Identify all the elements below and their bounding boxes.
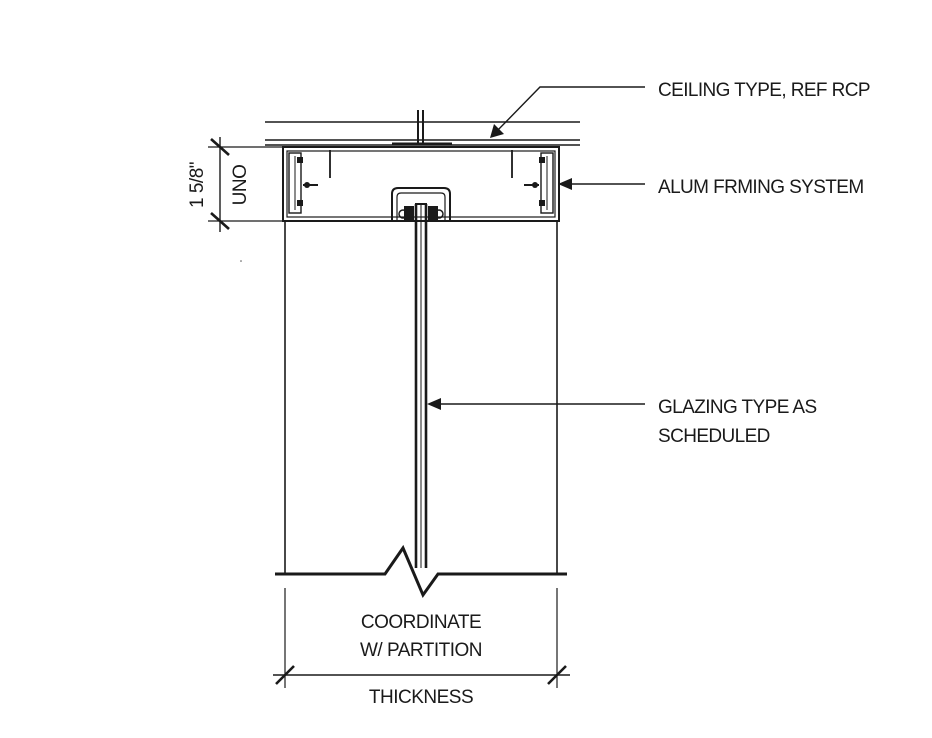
glazing-callout-line2: SCHEDULED	[658, 426, 770, 447]
partition-outline	[284, 221, 558, 575]
framing-leader: ALUM FRMING SYSTEM	[558, 177, 864, 198]
width-note-line2: W/ PARTITION	[360, 640, 482, 661]
break-line	[275, 544, 567, 599]
head-height-text: 1 5/8"	[187, 162, 208, 208]
ceiling-leader: CEILING TYPE, REF RCP	[490, 80, 871, 138]
width-note-line1: COORDINATE	[361, 612, 481, 633]
glazing-leader: GLAZING TYPE AS SCHEDULED	[427, 397, 817, 447]
head-height-dimension: 1 5/8" UNO	[187, 137, 286, 232]
left-framing-clip	[288, 152, 318, 214]
width-label: THICKNESS	[369, 687, 473, 708]
ceiling-grid-tee	[392, 110, 452, 146]
right-framing-clip	[524, 152, 554, 214]
ceiling	[265, 110, 580, 146]
glass-panel	[414, 203, 428, 568]
framing-callout: ALUM FRMING SYSTEM	[658, 177, 864, 198]
glazing-pocket	[391, 187, 451, 222]
ceiling-callout: CEILING TYPE, REF RCP	[658, 80, 870, 101]
glazing-callout-line1: GLAZING TYPE AS	[658, 397, 817, 418]
scan-speck	[240, 260, 242, 262]
head-height-note: UNO	[230, 165, 251, 206]
width-dimension: COORDINATE W/ PARTITION THICKNESS	[273, 588, 570, 708]
